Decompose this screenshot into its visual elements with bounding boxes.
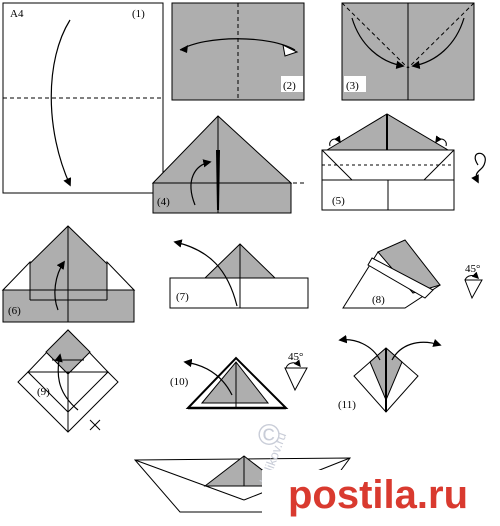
step-7: (7): [169, 239, 309, 309]
step-5: (5): [321, 113, 486, 211]
step-number: (5): [332, 195, 345, 207]
step-9: (9): [17, 329, 119, 433]
brand-watermark-bg: [262, 470, 498, 520]
step-number: (9): [37, 386, 50, 398]
step-4: (4): [151, 115, 305, 214]
step-number: (6): [8, 305, 21, 317]
step-8: (8) 45°: [342, 239, 483, 309]
step-number: (10): [170, 376, 189, 388]
step-2: (2): [171, 2, 305, 101]
step-10: (10) 45°: [170, 351, 308, 410]
step-number: (3): [346, 80, 359, 92]
step-number: (7): [176, 291, 189, 303]
fold-angle-label: 45°: [288, 351, 303, 363]
step-number: (11): [338, 399, 356, 411]
step-number: (4): [157, 196, 170, 208]
brand-logo-text: postila.ru: [288, 473, 469, 517]
step-11: (11): [338, 334, 442, 413]
step-1: A4 (1): [2, 2, 164, 194]
paper-size-label: A4: [10, 8, 24, 20]
step-number: (1): [132, 8, 145, 20]
step-3: (3): [341, 2, 475, 101]
step-number: (8): [372, 294, 385, 306]
copyright-symbol: ©: [258, 419, 280, 452]
fold-angle-label: 45°: [465, 263, 480, 275]
step-6: (6): [1, 225, 136, 323]
step-number: (2): [283, 80, 296, 92]
